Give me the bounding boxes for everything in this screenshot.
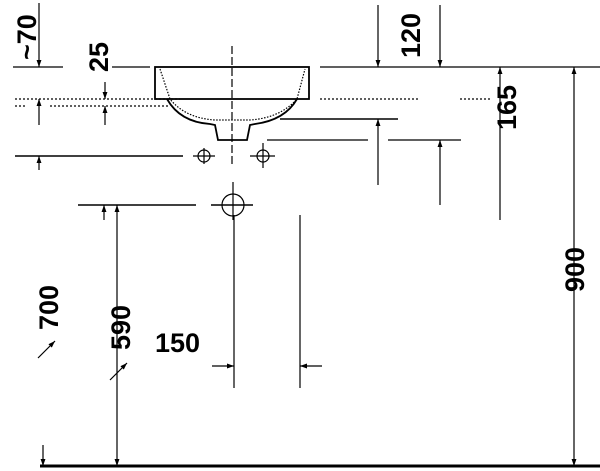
basin	[154, 46, 310, 220]
dimension-lines	[36, 3, 577, 466]
dim-top-offset: ~70	[12, 14, 42, 60]
dim-drain-height: 590	[106, 305, 136, 350]
dim-drain-depth: 165	[492, 85, 522, 130]
dim-tap-top: 120	[396, 13, 426, 58]
reference-lines	[13, 66, 600, 468]
dim-rim-height: 25	[84, 42, 114, 72]
dim-outlet-spacing: 150	[155, 328, 200, 358]
dim-total-height: 900	[560, 247, 590, 292]
dim-wall-outlet-height: 700	[34, 285, 64, 330]
